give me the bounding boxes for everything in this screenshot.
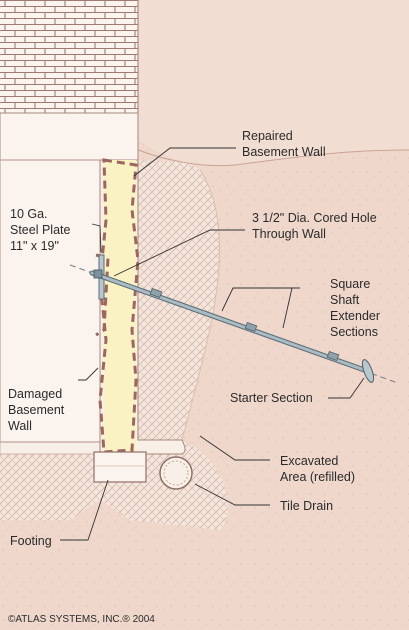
tile-drain-label: Tile Drain bbox=[280, 499, 333, 513]
square-shaft-label: Square Shaft Extender Sections bbox=[330, 277, 384, 339]
footing-label: Footing bbox=[10, 534, 52, 548]
footing bbox=[93, 451, 147, 483]
copyright-text: ©ATLAS SYSTEMS, INC.® 2004 bbox=[8, 614, 155, 625]
basement-wall bbox=[104, 160, 136, 452]
tile-drain bbox=[159, 456, 193, 490]
repaired-wall-label: Repaired Basement Wall bbox=[242, 129, 326, 159]
leader-lines bbox=[60, 147, 365, 541]
starter-section-label: Starter Section bbox=[230, 391, 313, 405]
brick-wall bbox=[0, 0, 138, 115]
interior-face bbox=[0, 159, 101, 443]
helix-plate bbox=[361, 359, 375, 383]
floor-gravel bbox=[0, 452, 100, 520]
anchor-nut bbox=[93, 269, 103, 279]
cored-hole-label: 3 1/2" Dia. Cored Hole Through Wall bbox=[252, 211, 380, 241]
grade-line bbox=[137, 149, 409, 167]
excavated-area bbox=[100, 160, 228, 530]
repaired-wall-outline bbox=[98, 158, 140, 454]
sill-band bbox=[0, 112, 139, 161]
anchor-shaft bbox=[69, 264, 396, 383]
damaged-wall-label: Damaged Basement Wall bbox=[8, 387, 68, 433]
excavated-area-label: Excavated Area (refilled) bbox=[280, 454, 355, 484]
upper-soil bbox=[138, 0, 409, 167]
steel-plate-label: 10 Ga. Steel Plate 11" x 19" bbox=[10, 207, 74, 253]
